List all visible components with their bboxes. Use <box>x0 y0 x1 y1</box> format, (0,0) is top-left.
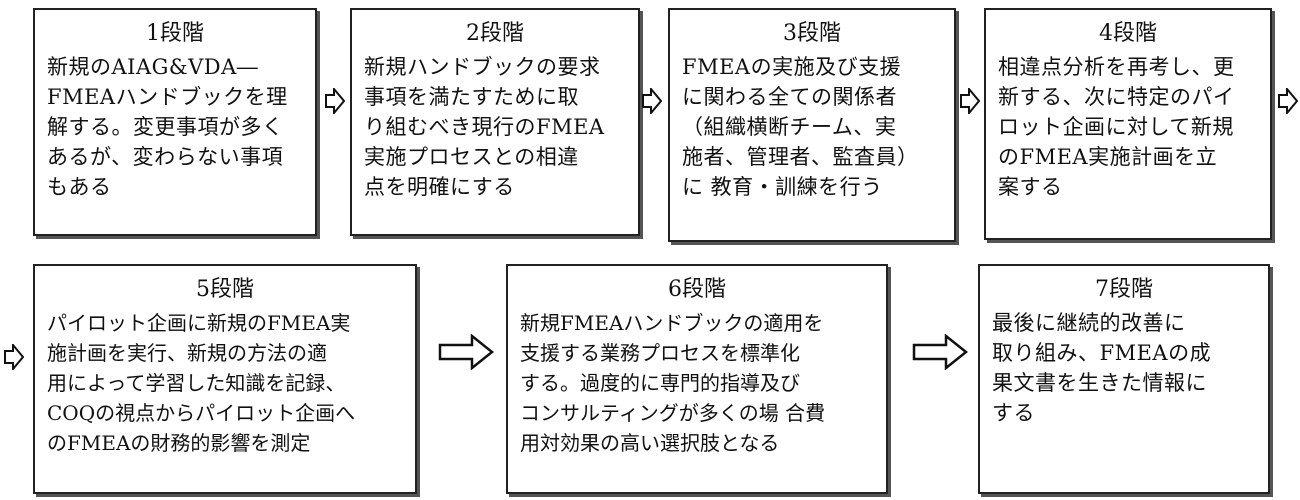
arrow-2-3 <box>642 88 662 114</box>
step-5-title: 5段階 <box>196 277 254 302</box>
step-4-box: 4段階 相違点分析を再考し、更 新する、次に特定のパイ ロット企画に対して新規 … <box>984 8 1272 240</box>
step-1-title: 1段階 <box>146 21 204 46</box>
step-7-text: 最後に継続的改善に 取り組み、FMEAの成 果文書を生きた情報に する <box>992 311 1212 425</box>
arrow-1-2 <box>325 88 345 114</box>
step-3-title: 3段階 <box>783 21 841 46</box>
step-4-title: 4段階 <box>1099 21 1157 46</box>
arrow-3-4 <box>960 88 980 114</box>
step-6-box: 6段階 新規FMEAハンドブックの適用を 支援する業務プロセスを標準化 する。過… <box>506 264 888 494</box>
step-1-box: 1段階 新規のAIAG&VDA― FMEAハンドブックを理 解する。変更事項が多… <box>33 8 317 236</box>
step-2-text: 新規ハンドブックの要求 事項を満たすために取 り組むべき現行のFMEA 実施プロ… <box>364 55 605 199</box>
step-2-title: 2段階 <box>466 21 524 46</box>
arrow-4-5 <box>1278 88 1298 114</box>
step-6-title: 6段階 <box>668 277 726 302</box>
step-3-box: 3段階 FMEAの実施及び支援 に関わる全ての関係者 （組織横断チーム、実 施者… <box>668 8 956 242</box>
arrow-5-6 <box>438 334 494 370</box>
step-2-box: 2段階 新規ハンドブックの要求 事項を満たすために取 り組むべき現行のFMEA … <box>350 8 640 236</box>
step-6-text: 新規FMEAハンドブックの適用を 支援する業務プロセスを標準化 する。過度的に専… <box>520 311 826 455</box>
arrow-into-5 <box>4 344 24 370</box>
step-1-text: 新規のAIAG&VDA― FMEAハンドブックを理 解する。変更事項が多く ある… <box>47 55 288 199</box>
step-3-text: FMEAの実施及び支援 に関わる全ての関係者 （組織横断チーム、実 施者、管理者… <box>682 55 919 199</box>
step-7-title: 7段階 <box>1095 277 1153 302</box>
step-5-box: 5段階 パイロット企画に新規のFMEA実 施計画を実行、新規の方法の適 用によっ… <box>33 264 417 494</box>
step-7-box: 7段階 最後に継続的改善に 取り組み、FMEAの成 果文書を生きた情報に する <box>978 264 1270 494</box>
arrow-6-7 <box>912 334 968 370</box>
step-5-text: パイロット企画に新規のFMEA実 施計画を実行、新規の方法の適 用によって学習し… <box>47 311 356 455</box>
step-4-text: 相違点分析を再考し、更 新する、次に特定のパイ ロット企画に対して新規 のFME… <box>998 55 1235 199</box>
